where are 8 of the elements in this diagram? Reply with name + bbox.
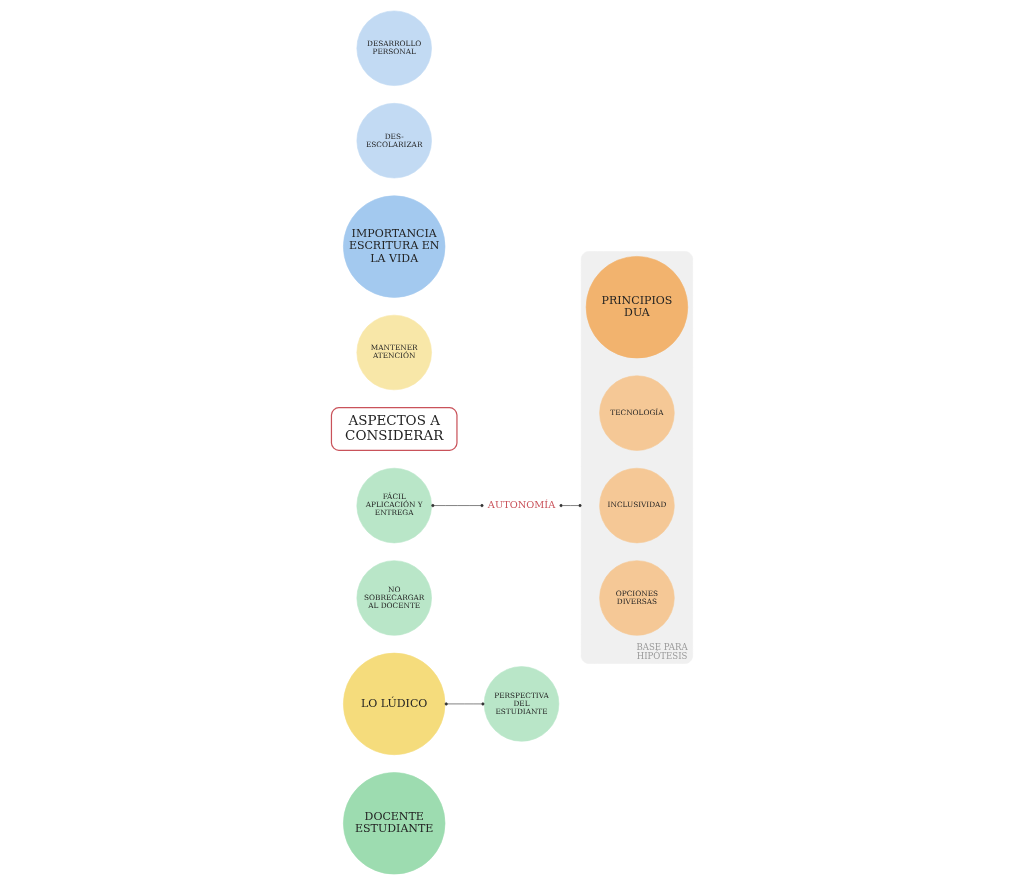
connector	[444, 702, 485, 706]
connector	[559, 504, 582, 508]
connector	[431, 504, 484, 508]
node-circle: IMPORTANCIA ESCRITURA EN LA VIDA	[343, 195, 446, 298]
node-box: ASPECTOS A CONSIDERAR	[330, 407, 458, 452]
node-circle: PRINCIPIOS DUA	[585, 256, 689, 359]
node-circle: DOCENTE ESTUDIANTE	[343, 772, 446, 875]
node-text: AUTONOMÍA	[487, 498, 556, 510]
